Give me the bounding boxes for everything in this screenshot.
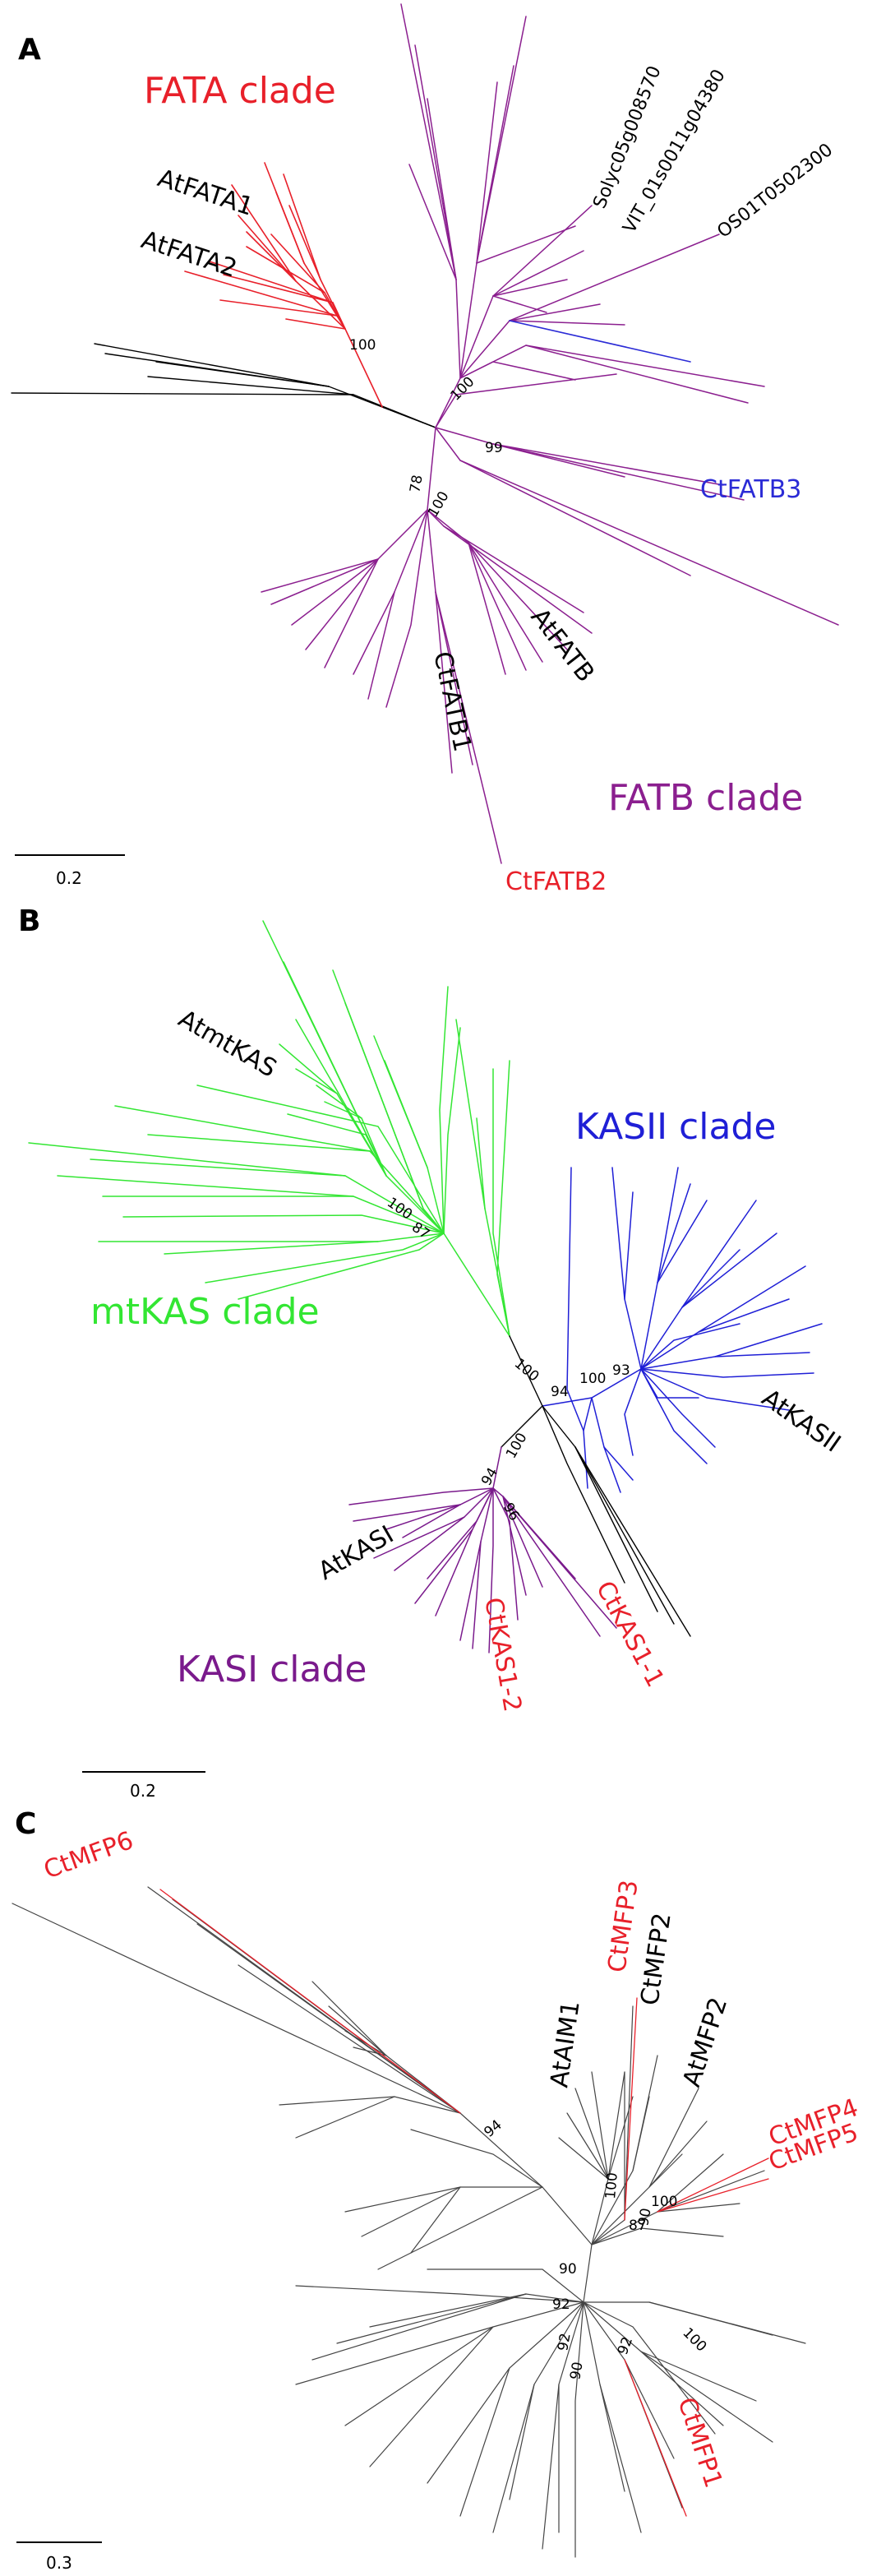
panel-c: C bbox=[12, 1807, 862, 2573]
panel-c-branches bbox=[12, 1886, 806, 2558]
panel-a-bootstrap: 100 bbox=[447, 373, 477, 404]
panel-b-mtkas-clade-label: mtKAS clade bbox=[90, 1291, 320, 1333]
panel-b-bootstrap: 100 bbox=[503, 1430, 531, 1461]
panel-c-leaf-ctmfp6: CtMFP6 bbox=[40, 1826, 137, 1885]
panel-b-kasi-clade-label: KASI clade bbox=[177, 1649, 367, 1690]
panel-b: B bbox=[18, 904, 846, 1801]
panel-a-scale-label: 0.2 bbox=[56, 868, 82, 888]
panel-b-kasii-clade-label: KASII clade bbox=[575, 1106, 776, 1148]
panel-a-leaf-atfata2: AtFATA2 bbox=[138, 225, 241, 283]
panel-c-bootstrap: 87 bbox=[629, 2218, 647, 2234]
panel-b-bootstrap: 94 bbox=[478, 1465, 501, 1489]
panel-b-bootstrap: 93 bbox=[612, 1362, 630, 1379]
panel-b-black-branches bbox=[501, 1335, 691, 1637]
panel-a-leaf-ctfatb2: CtFATB2 bbox=[505, 867, 607, 896]
panel-b-bootstrap: 100 bbox=[579, 1371, 606, 1387]
panel-a-fatb-branches bbox=[261, 3, 839, 864]
panel-a-leaf-ctfatb1: CtFATB1 bbox=[427, 649, 477, 754]
panel-a-leaf-atfatb: AtFATB bbox=[525, 603, 600, 687]
panel-c-leaf-atmfp2: AtMFP2 bbox=[677, 1994, 733, 2090]
panel-a-bootstrap: 99 bbox=[485, 440, 503, 456]
panel-a-fatb-clade-label: FATB clade bbox=[608, 777, 803, 819]
panel-a-fata-clade-label: FATA clade bbox=[144, 70, 336, 112]
panel-c-leaf-ctmfp1: CtMFP1 bbox=[671, 2394, 727, 2491]
panel-letter-a: A bbox=[18, 33, 41, 67]
panel-c-bootstrap: 90 bbox=[635, 2207, 654, 2227]
panel-b-leaf-ctkas1-2: CtKAS1-2 bbox=[478, 1595, 527, 1713]
panel-a-leaf-atfata1: AtFATA1 bbox=[155, 164, 257, 221]
panel-b-bootstrap: 100 bbox=[511, 1356, 542, 1385]
panel-c-leaf-ctmfp3: CtMFP3 bbox=[602, 1878, 644, 1974]
panel-a-outgroup-branches bbox=[11, 343, 436, 428]
panel-letter-b: B bbox=[18, 904, 40, 938]
panel-b-bootstrap: 94 bbox=[551, 1384, 569, 1400]
panel-letter-c: C bbox=[15, 1807, 36, 1841]
panel-a-leaf-os01t0502300: OS01T0502300 bbox=[713, 140, 837, 243]
panel-c-bootstrap: 92 bbox=[615, 2335, 636, 2357]
panel-b-leaf-atkasii: AtKASII bbox=[756, 1384, 846, 1459]
panel-b-kasii-branches bbox=[542, 1167, 823, 1493]
panel-c-bootstrap: 92 bbox=[552, 2296, 570, 2313]
panel-a: A bbox=[11, 3, 839, 896]
panel-c-bootstrap: 100 bbox=[651, 2194, 677, 2210]
panel-b-mtkas-branches bbox=[28, 920, 510, 1337]
panel-c-bootstrap: 92 bbox=[555, 2332, 574, 2352]
panel-c-bootstrap: 90 bbox=[567, 2361, 586, 2381]
panel-c-bootstrap: 94 bbox=[481, 2117, 505, 2141]
panel-a-bootstrap: 78 bbox=[407, 474, 426, 494]
panel-c-highlight-branches bbox=[159, 1889, 769, 2517]
panel-b-leaf-atmtkas: AtmtKAS bbox=[173, 1005, 281, 1084]
panel-c-scale-label: 0.3 bbox=[46, 2553, 72, 2573]
panel-c-bootstrap: 100 bbox=[602, 2171, 621, 2199]
panel-a-bootstrap: 100 bbox=[349, 337, 376, 354]
panel-c-leaf-ataim1: AtAIM1 bbox=[545, 1999, 585, 2089]
panel-b-bootstrap: 100 bbox=[384, 1195, 415, 1223]
panel-c-leaf-ctmfp2: CtMFP2 bbox=[635, 1911, 676, 2007]
panel-a-fata-branches bbox=[184, 162, 383, 408]
panel-c-bootstrap: 100 bbox=[679, 2324, 709, 2355]
panel-b-scale-label: 0.2 bbox=[130, 1781, 156, 1801]
panel-a-leaf-ctfatb3: CtFATB3 bbox=[700, 475, 801, 504]
panel-a-ctfatb3-branch bbox=[509, 320, 691, 363]
panel-c-bootstrap: 90 bbox=[559, 2261, 577, 2278]
panel-b-kasi-branches bbox=[348, 1446, 617, 1653]
